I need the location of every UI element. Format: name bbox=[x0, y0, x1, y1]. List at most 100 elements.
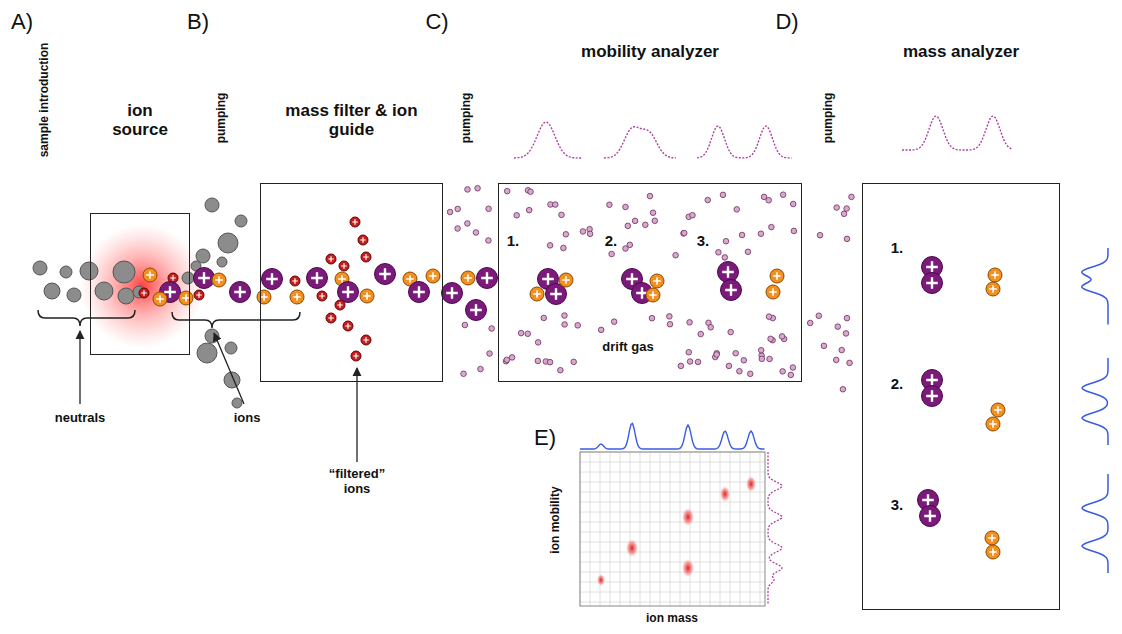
ion-part bbox=[230, 282, 251, 303]
ion-part bbox=[351, 351, 361, 361]
drift-gas-molecules-part bbox=[726, 363, 732, 369]
ion-part bbox=[461, 271, 475, 285]
ion-part bbox=[922, 386, 943, 407]
mobility-mass-plot-part bbox=[660, 452, 661, 606]
ion-part bbox=[926, 390, 938, 402]
mobility-mass-plot-part bbox=[682, 508, 694, 526]
drift-gas-molecules-part bbox=[817, 232, 823, 238]
annotation-label: A) bbox=[9, 9, 35, 34]
ion-part bbox=[994, 406, 1002, 414]
drift-gas-molecules-part bbox=[455, 226, 461, 232]
ion-part bbox=[770, 269, 784, 283]
drift-gas-molecules-part bbox=[587, 231, 593, 237]
ion-part bbox=[345, 323, 351, 329]
drift-gas-molecules-part bbox=[741, 357, 747, 363]
ion-part bbox=[988, 534, 996, 542]
drift-gas-molecules-part bbox=[547, 243, 553, 249]
drift-gas-molecules-part bbox=[835, 324, 841, 330]
annotation-label: 3. bbox=[695, 232, 712, 249]
drift-gas-molecules-part bbox=[728, 329, 734, 335]
ion-part bbox=[769, 288, 777, 296]
drift-gas-molecules-part bbox=[737, 368, 743, 374]
ion-part bbox=[986, 545, 1000, 559]
neutral-molecules-part bbox=[182, 272, 194, 284]
ion-part bbox=[773, 272, 781, 280]
drift-gas-molecules-part bbox=[552, 202, 558, 208]
leader-arrow-part bbox=[79, 331, 80, 404]
drift-gas-molecules-part bbox=[840, 386, 846, 392]
mobility-mass-plot-part bbox=[580, 423, 765, 449]
ion-part bbox=[470, 304, 482, 316]
ion bbox=[335, 300, 345, 310]
mobility-mass-plot-part bbox=[580, 512, 765, 513]
ion-part bbox=[179, 291, 193, 305]
ion-part bbox=[924, 510, 936, 522]
ion-part bbox=[198, 272, 210, 284]
ion bbox=[212, 273, 226, 287]
ion bbox=[985, 531, 999, 545]
mobility-mass-plot-part bbox=[746, 476, 756, 492]
annotation-label: 2. bbox=[603, 232, 620, 249]
annotation-label: D) bbox=[773, 9, 800, 34]
drift-gas-molecules-part bbox=[847, 360, 853, 366]
ion bbox=[338, 282, 359, 303]
mobility-mass-plot-part bbox=[630, 452, 631, 606]
ion bbox=[991, 403, 1005, 417]
annotation-label: drift gas bbox=[600, 340, 655, 355]
mobility-mass-plot-part bbox=[682, 559, 694, 577]
drift-gas-molecules-part bbox=[562, 322, 568, 328]
ion bbox=[442, 283, 463, 304]
ion bbox=[766, 285, 780, 299]
mobility-mass-plot-part bbox=[670, 452, 671, 606]
annotation-label: B) bbox=[185, 9, 211, 34]
ion-part bbox=[350, 217, 360, 227]
component-heading: mobility analyzer bbox=[520, 42, 780, 62]
component-box: mobility analyzer bbox=[498, 183, 802, 382]
drift-gas-molecules-part bbox=[571, 359, 577, 365]
drift-gas-molecules-part bbox=[844, 236, 850, 242]
ion bbox=[290, 276, 300, 286]
ion-part bbox=[215, 276, 223, 284]
ion-part bbox=[338, 282, 359, 303]
ion-part bbox=[922, 494, 934, 506]
ion bbox=[361, 252, 371, 262]
component-heading: mass analyzer bbox=[851, 42, 1071, 62]
annotation-label: neutrals bbox=[53, 411, 108, 426]
drift-gas-molecules-part bbox=[535, 358, 541, 364]
ion-part bbox=[360, 289, 374, 303]
annotation-label: 2. bbox=[889, 375, 906, 392]
ion-part bbox=[290, 290, 304, 304]
mobility-mass-plot-part bbox=[740, 452, 741, 606]
ion-part bbox=[986, 282, 1000, 296]
drift-gas-molecules-part bbox=[849, 194, 855, 200]
ion-part bbox=[363, 292, 371, 300]
drift-gas-molecules-part bbox=[695, 359, 701, 365]
ion bbox=[257, 290, 271, 304]
bracket-part bbox=[38, 310, 135, 326]
ion-part bbox=[926, 277, 938, 289]
ion bbox=[307, 268, 328, 289]
drift-gas-molecules-part bbox=[559, 212, 565, 218]
ion-part bbox=[262, 269, 283, 290]
ion-part bbox=[352, 219, 358, 225]
drift-gas-molecules-part bbox=[643, 222, 649, 228]
drift-gas-molecules-part bbox=[733, 350, 739, 356]
drift-gas-molecules-part bbox=[667, 321, 673, 327]
drift-gas-molecules-part bbox=[473, 230, 479, 236]
ion-part bbox=[530, 287, 544, 301]
drift-gas-molecules-part bbox=[758, 231, 764, 237]
ion-part bbox=[429, 272, 437, 280]
ion-part bbox=[153, 292, 167, 306]
neutral-molecules-part bbox=[95, 282, 113, 300]
ion-part bbox=[143, 268, 157, 282]
ion bbox=[409, 282, 430, 303]
ion-part bbox=[722, 266, 734, 278]
drift-gas-molecules-part bbox=[734, 207, 740, 213]
ion bbox=[718, 262, 739, 283]
drift-gas-molecules-part bbox=[690, 212, 696, 218]
drift-gas-molecules-part bbox=[518, 330, 524, 336]
ion-part bbox=[328, 256, 334, 262]
ion-part bbox=[413, 286, 425, 298]
drift-gas-molecules-part bbox=[761, 194, 767, 200]
ion-part bbox=[562, 276, 570, 284]
